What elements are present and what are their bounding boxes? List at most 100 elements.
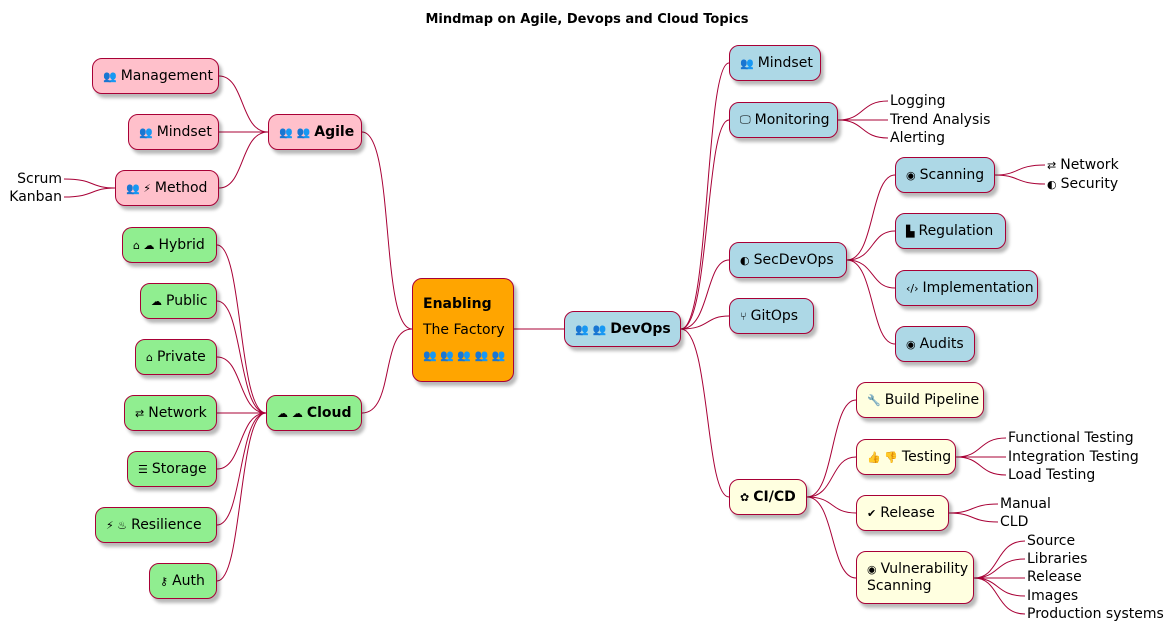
- vuln-label-2: Scanning: [867, 577, 932, 594]
- bolt-fire-icon: ⚡ ♨: [106, 518, 128, 532]
- vuln-label-1: Vulnerability: [880, 560, 969, 577]
- implementation-label: Implementation: [922, 280, 1034, 296]
- devops-gitops-node[interactable]: ⑂ GitOps: [729, 298, 814, 334]
- leaf-integration-testing: Integration Testing: [1008, 449, 1139, 465]
- leaf-functional-testing: Functional Testing: [1008, 430, 1134, 446]
- exchange-icon: ⇄: [135, 406, 145, 420]
- devops-secdevops-node[interactable]: ◐ SecDevOps: [729, 242, 847, 278]
- private-label: Private: [156, 349, 206, 365]
- users-icon: 👥: [740, 56, 754, 70]
- leaf-network: ⇄Network: [1047, 157, 1119, 173]
- eye-icon: ◉: [867, 562, 877, 576]
- shield-icon: ◐: [1047, 178, 1057, 191]
- cicd-release-node[interactable]: ✔ Release: [856, 495, 949, 531]
- agile-node[interactable]: 👥 👥 Agile: [268, 114, 362, 150]
- git-branch-icon: ⑂: [740, 309, 747, 323]
- agile-management-node[interactable]: 👥 Management: [92, 58, 219, 94]
- leaf-logging: Logging: [890, 93, 946, 109]
- public-label: Public: [166, 293, 208, 309]
- cloud-network-node[interactable]: ⇄ Network: [124, 395, 217, 431]
- eye-icon: ◉: [906, 337, 916, 351]
- devops-mindset-node[interactable]: 👥 Mindset: [729, 45, 821, 81]
- monitor-icon: 🖵: [740, 113, 751, 126]
- check-circle-icon: ✔: [867, 506, 877, 520]
- leaf-security: ◐Security: [1047, 176, 1119, 192]
- secdevops-scanning-node[interactable]: ◉ Scanning: [895, 157, 995, 193]
- thumbs-icon: 👍 👎: [867, 450, 898, 464]
- testing-label: Testing: [901, 449, 952, 465]
- root-node[interactable]: Enabling The Factory 👥 👥 👥 👥 👥: [412, 278, 514, 382]
- cloud-label: Cloud: [306, 405, 352, 421]
- leaf-release: Release: [1027, 569, 1082, 585]
- leaf-scrum: Scrum: [17, 171, 62, 187]
- agile-label: Agile: [314, 124, 355, 140]
- home-icon: ⌂: [146, 350, 153, 364]
- leaf-manual: Manual: [1000, 496, 1051, 512]
- cloud-public-node[interactable]: ☁ Public: [140, 283, 217, 319]
- regulation-label: Regulation: [918, 223, 994, 239]
- build-pipeline-label: Build Pipeline: [884, 392, 980, 408]
- leaf-kanban: Kanban: [9, 189, 62, 205]
- users-icon: 👥 👥: [575, 322, 607, 336]
- secdevops-label: SecDevOps: [753, 252, 834, 268]
- users-icon: 👥: [139, 125, 153, 139]
- root-line1: Enabling: [423, 296, 492, 312]
- users-pulse-icon: 👥 ⚡: [126, 181, 151, 195]
- users-icon: 👥: [103, 69, 117, 83]
- diagram-title: Mindmap on Agile, Devops and Cloud Topic…: [425, 12, 749, 27]
- secdevops-regulation-node[interactable]: ▙ Regulation: [895, 213, 1006, 249]
- cicd-testing-node[interactable]: 👍 👎 Testing: [856, 439, 956, 475]
- document-icon: ▙: [906, 224, 915, 238]
- storage-label: Storage: [151, 461, 207, 477]
- devops-node[interactable]: 👥 👥 DevOps: [564, 311, 681, 347]
- leaf-source: Source: [1027, 533, 1076, 549]
- shield-icon: ◐: [740, 253, 750, 267]
- users-icon: 👥 👥: [279, 125, 311, 139]
- network-label: Network: [148, 405, 207, 421]
- agile-method-node[interactable]: 👥 ⚡ Method: [115, 170, 219, 206]
- monitoring-label: Monitoring: [754, 112, 830, 128]
- cloud-storage-node[interactable]: ☰ Storage: [127, 451, 217, 487]
- method-label: Method: [154, 180, 208, 196]
- cicd-vulnerability-scanning-node[interactable]: ◉Vulnerability Scanning: [856, 551, 974, 604]
- cloud-node[interactable]: ☁ ☁ Cloud: [266, 395, 362, 431]
- leaf-trend-analysis: Trend Analysis: [890, 112, 991, 128]
- management-label: Management: [120, 68, 213, 84]
- root-line2: The Factory: [423, 322, 505, 338]
- wrench-icon: 🔧: [867, 393, 881, 407]
- scanning-label: Scanning: [919, 167, 985, 183]
- leaf-alerting: Alerting: [890, 130, 945, 146]
- audits-label: Audits: [919, 336, 964, 352]
- devops-mindset-label: Mindset: [757, 55, 813, 71]
- cloud-private-node[interactable]: ⌂ Private: [135, 339, 217, 375]
- agile-mindset-node[interactable]: 👥 Mindset: [128, 114, 219, 150]
- leaf-images: Images: [1027, 588, 1079, 604]
- cloud-auth-node[interactable]: ⚷ Auth: [149, 563, 217, 599]
- leaf-load-testing: Load Testing: [1008, 467, 1096, 483]
- home-cloud-icon: ⌂ ☁: [133, 238, 155, 252]
- gitops-label: GitOps: [750, 308, 799, 324]
- devops-cicd-node[interactable]: ✿ CI/CD: [729, 479, 807, 515]
- cloud-icon: ☁ ☁: [277, 406, 303, 420]
- cloud-icon: ☁: [151, 294, 162, 308]
- mindset-label: Mindset: [156, 124, 212, 140]
- secdevops-audits-node[interactable]: ◉ Audits: [895, 326, 975, 362]
- resilience-label: Resilience: [131, 517, 202, 533]
- storage-icon: ☰: [138, 462, 148, 476]
- devops-monitoring-node[interactable]: 🖵 Monitoring: [729, 102, 838, 138]
- auth-label: Auth: [172, 573, 205, 589]
- secdevops-implementation-node[interactable]: ‹/› Implementation: [895, 270, 1038, 306]
- exchange-icon: ⇄: [1047, 159, 1057, 172]
- cloud-resilience-node[interactable]: ⚡ ♨ Resilience: [95, 507, 217, 543]
- gear-icon: ✿: [740, 490, 750, 504]
- key-icon: ⚷: [160, 574, 169, 588]
- devops-label: DevOps: [610, 321, 671, 337]
- leaf-libraries: Libraries: [1027, 551, 1088, 567]
- hybrid-label: Hybrid: [158, 237, 205, 253]
- leaf-cld: CLD: [1000, 514, 1029, 530]
- code-icon: ‹/›: [906, 281, 919, 295]
- cloud-hybrid-node[interactable]: ⌂ ☁ Hybrid: [122, 227, 217, 263]
- cicd-build-pipeline-node[interactable]: 🔧 Build Pipeline: [856, 382, 984, 418]
- cicd-label: CI/CD: [753, 489, 796, 505]
